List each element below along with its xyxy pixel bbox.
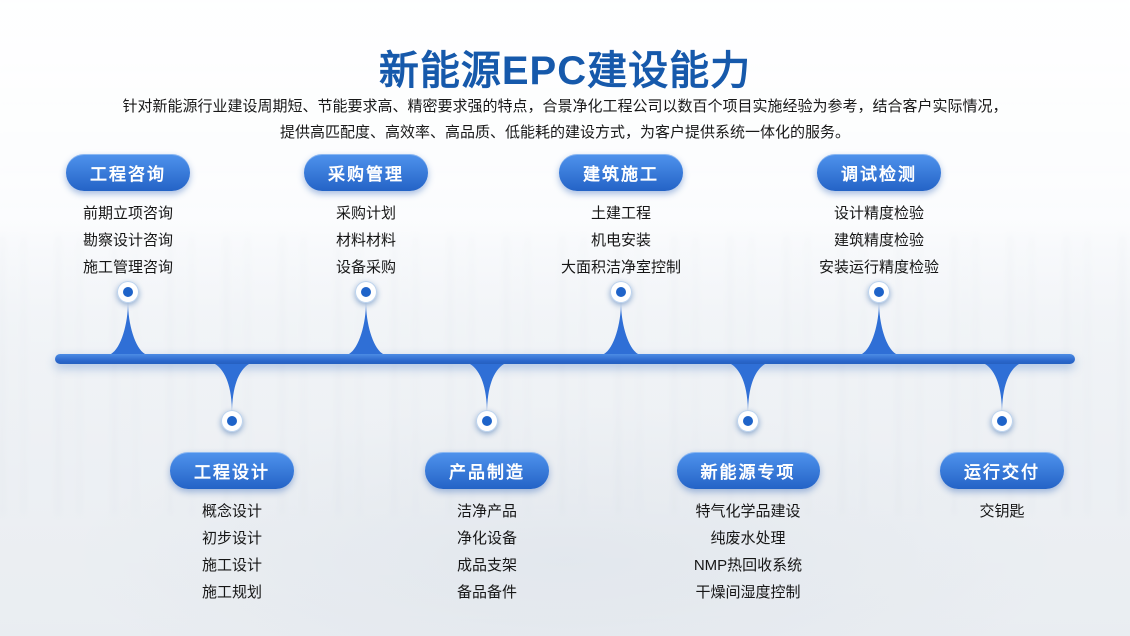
section-item: 机电安装 bbox=[590, 232, 651, 249]
timeline-node-icon bbox=[737, 410, 759, 432]
section-item-list: 土建工程 机电安装 大面积洁净室控制 bbox=[506, 200, 736, 281]
section-item-list: 设计精度检验 建筑精度检验 安装运行精度检验 bbox=[764, 200, 994, 281]
section-item: 土建工程 bbox=[590, 205, 651, 222]
section-item: 特气化学品建设 bbox=[695, 503, 801, 520]
section-item: 洁净产品 bbox=[456, 503, 517, 520]
section-engineering-design: 工程设计 概念设计 初步设计 施工设计 施工规划 bbox=[117, 364, 347, 636]
section-badge: 采购管理 bbox=[304, 154, 428, 191]
timeline-node-icon bbox=[117, 281, 139, 303]
section-item: 交钥匙 bbox=[979, 503, 1025, 520]
timeline-bar bbox=[55, 354, 1075, 364]
subtitle: 针对新能源行业建设周期短、节能要求高、精密要求强的特点，合景净化工程公司以数百个… bbox=[0, 94, 1130, 146]
section-badge: 建筑施工 bbox=[559, 154, 683, 191]
connector-arrow-icon bbox=[604, 302, 638, 354]
section-item: 备品备件 bbox=[456, 584, 517, 601]
timeline-node-icon bbox=[991, 410, 1013, 432]
section-item: 施工管理咨询 bbox=[82, 259, 173, 276]
node-dot-icon bbox=[227, 416, 237, 426]
section-new-energy-special: 新能源专项 特气化学品建设 纯废水处理 NMP热回收系统 干燥间湿度控制 bbox=[633, 364, 863, 636]
subtitle-line-1: 针对新能源行业建设周期短、节能要求高、精密要求强的特点，合景净化工程公司以数百个… bbox=[122, 98, 1008, 115]
node-dot-icon bbox=[743, 416, 753, 426]
section-procurement-management: 采购管理 采购计划 材料材料 设备采购 bbox=[251, 154, 481, 360]
node-dot-icon bbox=[123, 287, 133, 297]
section-item: 设备采购 bbox=[335, 259, 396, 276]
node-dot-icon bbox=[616, 287, 626, 297]
section-commissioning-testing: 调试检测 设计精度检验 建筑精度检验 安装运行精度检验 bbox=[764, 154, 994, 360]
section-item-list: 采购计划 材料材料 设备采购 bbox=[251, 200, 481, 281]
section-operation-delivery: 运行交付 交钥匙 bbox=[887, 364, 1117, 636]
connector-arrow-icon bbox=[111, 302, 145, 354]
section-badge: 工程设计 bbox=[170, 452, 294, 489]
connector-arrow-icon bbox=[731, 364, 765, 414]
section-item: 施工设计 bbox=[201, 557, 262, 574]
section-item: 材料材料 bbox=[335, 232, 396, 249]
section-item: 设计精度检验 bbox=[833, 205, 924, 222]
connector-arrow-icon bbox=[215, 364, 249, 414]
timeline-node-icon bbox=[610, 281, 632, 303]
connector-arrow-icon bbox=[862, 302, 896, 354]
section-item: 安装运行精度检验 bbox=[818, 259, 939, 276]
section-badge: 调试检测 bbox=[817, 154, 941, 191]
connector-arrow-icon bbox=[985, 364, 1019, 414]
timeline-node-icon bbox=[476, 410, 498, 432]
section-badge: 工程咨询 bbox=[66, 154, 190, 191]
section-badge: 新能源专项 bbox=[676, 452, 820, 489]
section-badge: 运行交付 bbox=[940, 452, 1064, 489]
section-item: 勘察设计咨询 bbox=[82, 232, 173, 249]
section-building-construction: 建筑施工 土建工程 机电安装 大面积洁净室控制 bbox=[506, 154, 736, 360]
section-item: 前期立项咨询 bbox=[82, 205, 173, 222]
section-item: NMP热回收系统 bbox=[693, 557, 803, 574]
timeline-node-icon bbox=[221, 410, 243, 432]
section-item: 干燥间湿度控制 bbox=[695, 584, 801, 601]
section-item: 建筑精度检验 bbox=[833, 232, 924, 249]
subtitle-line-2: 提供高匹配度、高效率、高品质、低能耗的建设方式，为客户提供系统一体化的服务。 bbox=[279, 124, 850, 141]
section-item: 概念设计 bbox=[201, 503, 262, 520]
section-item-list: 交钥匙 bbox=[887, 498, 1117, 525]
section-badge: 产品制造 bbox=[425, 452, 549, 489]
section-item-list: 概念设计 初步设计 施工设计 施工规划 bbox=[117, 498, 347, 606]
section-item: 纯废水处理 bbox=[710, 530, 786, 547]
timeline-node-icon bbox=[868, 281, 890, 303]
section-item: 采购计划 bbox=[335, 205, 396, 222]
section-item: 净化设备 bbox=[456, 530, 517, 547]
section-product-manufacturing: 产品制造 洁净产品 净化设备 成品支架 备品备件 bbox=[372, 364, 602, 636]
timeline-node-icon bbox=[355, 281, 377, 303]
section-item: 成品支架 bbox=[456, 557, 517, 574]
section-item-list: 前期立项咨询 勘察设计咨询 施工管理咨询 bbox=[13, 200, 243, 281]
connector-arrow-icon bbox=[349, 302, 383, 354]
section-item: 大面积洁净室控制 bbox=[560, 259, 681, 276]
page-title: 新能源EPC建设能力 bbox=[378, 49, 752, 93]
node-dot-icon bbox=[361, 287, 371, 297]
section-item: 初步设计 bbox=[201, 530, 262, 547]
section-item-list: 洁净产品 净化设备 成品支架 备品备件 bbox=[372, 498, 602, 606]
section-item-list: 特气化学品建设 纯废水处理 NMP热回收系统 干燥间湿度控制 bbox=[633, 498, 863, 606]
node-dot-icon bbox=[482, 416, 492, 426]
node-dot-icon bbox=[874, 287, 884, 297]
node-dot-icon bbox=[997, 416, 1007, 426]
section-engineering-consulting: 工程咨询 前期立项咨询 勘察设计咨询 施工管理咨询 bbox=[13, 154, 243, 360]
section-item: 施工规划 bbox=[201, 584, 262, 601]
connector-arrow-icon bbox=[470, 364, 504, 414]
